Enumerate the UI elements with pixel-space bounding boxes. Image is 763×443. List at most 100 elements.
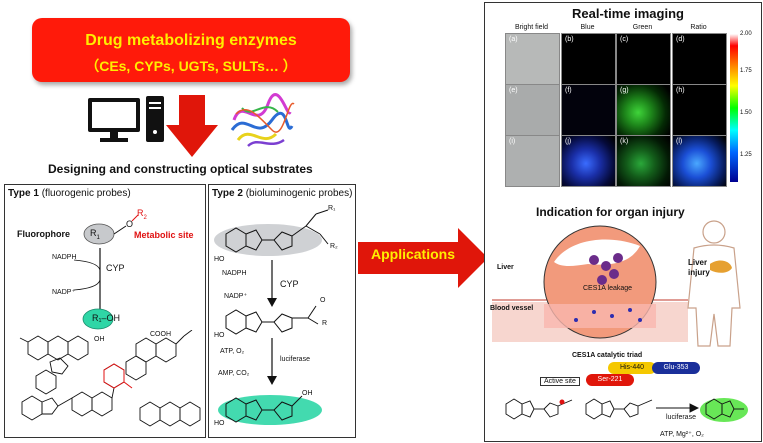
type2-luciferase-arrow — [267, 338, 277, 385]
image-panel-h: (h) — [672, 84, 727, 136]
ces1a-luciferase-label: luciferase — [666, 414, 696, 421]
image-panel-b: (b) — [561, 33, 616, 85]
image-panel-f: (f) — [561, 84, 616, 136]
r2-label: R2 — [137, 208, 147, 221]
panel-label-b: (b) — [565, 36, 574, 43]
panel-label-d: (d) — [676, 36, 685, 43]
type2-amp: AMP, CO₂ — [218, 370, 250, 377]
oh-label: OH — [94, 336, 105, 343]
luciferin-substrate-structure — [214, 209, 329, 256]
leakage-label: CES1A leakage — [583, 285, 633, 292]
type2-r-label: R — [322, 320, 328, 327]
section-heading: Designing and constructing optical subst… — [48, 162, 313, 176]
colorbar-tick-2: 1.75 — [740, 68, 752, 74]
panel-label-f: (f) — [565, 87, 572, 94]
panel-label-c: (c) — [620, 36, 629, 43]
fluorophore-structure — [83, 214, 139, 245]
type2-cyp: CYP — [280, 279, 299, 289]
image-panel-a: (a) — [505, 33, 560, 85]
col-green: Green — [632, 24, 653, 31]
image-panel-k: (k) — [616, 135, 671, 187]
r1-text: R — [90, 228, 97, 238]
applications-arrow — [358, 228, 488, 288]
panel-label-e: (e) — [509, 87, 518, 94]
colorbar-tick-4: 1.25 — [740, 152, 752, 158]
type1-title-bold: Type 1 — [8, 188, 39, 199]
r2-sub: 2 — [143, 214, 147, 221]
imaging-title: Real-time imaging — [572, 6, 684, 21]
panel-label-l: (l) — [676, 138, 683, 145]
image-panel-g: (g) — [616, 84, 671, 136]
type1-title-rest: (fluorogenic probes) — [41, 188, 131, 199]
type1-nadph: NADPH — [52, 254, 77, 261]
image-panel-i: (i) — [505, 135, 560, 187]
image-panel-c: (c) — [616, 33, 671, 85]
panel-label-k: (k) — [620, 138, 629, 145]
computer-icon — [88, 96, 164, 142]
fluorophore-label: Fluorophore — [17, 229, 70, 239]
liver-injury-line1: Liver — [688, 258, 708, 267]
panel-label-j: (j) — [565, 138, 572, 145]
luciferin-intermediate-structure — [225, 305, 319, 335]
cooh-label: COOH — [150, 331, 171, 338]
colorbar-tick-3: 1.50 — [740, 110, 752, 116]
product-label: R₁–OH — [92, 313, 121, 323]
type2-title: Type 2 (bioluminogenic probes) — [212, 188, 352, 199]
type2-cyp-arrow — [267, 260, 277, 307]
type2-atp: ATP, O₂ — [220, 348, 245, 355]
liver-label: Liver — [497, 264, 514, 271]
type2-nadp: NADP⁺ — [224, 293, 248, 300]
liver-blood-vessel-illustration — [492, 225, 688, 342]
type2-luciferase: luciferase — [280, 356, 310, 363]
type2-title-bold: Type 2 — [212, 188, 243, 199]
image-panel-l: (l) — [672, 135, 727, 187]
r1-sub: 1 — [96, 234, 100, 241]
panel-label-g: (g) — [620, 87, 629, 94]
product-structure — [82, 308, 114, 330]
panel-label-a: (a) — [509, 36, 518, 43]
fluorophore-examples — [19, 330, 201, 427]
banner-subtitle: （CEs, CYPs, UGTs, SULTs… ） — [85, 58, 297, 74]
type2-r1-label: R₁ — [328, 205, 336, 212]
glu-353-badge: Glu-353 — [652, 362, 700, 374]
image-panel-j: (j) — [561, 135, 616, 187]
down-arrow-icon — [166, 95, 218, 157]
type1-title: Type 1 (fluorogenic probes) — [8, 188, 131, 199]
r1-label: R1 — [90, 228, 100, 241]
col-bright-field: Bright field — [514, 24, 549, 31]
o-label: O — [126, 219, 134, 229]
metabolic-site-label: Metabolic site — [134, 230, 194, 240]
luciferin-product-structure — [218, 395, 322, 425]
organ-injury-title: Indication for organ injury — [536, 205, 685, 219]
drug-enzymes-banner: Drug metabolizing enzymes （CEs, CYPs, UG… — [32, 18, 350, 82]
panel-label-h: (h) — [676, 87, 685, 94]
blood-vessel-label: Blood vessel — [490, 305, 534, 312]
ratio-colorbar — [730, 34, 738, 182]
catalytic-triad-title: CES1A catalytic triad — [572, 352, 643, 359]
ces1a-probe-structures — [505, 398, 748, 422]
col-ratio: Ratio — [690, 24, 707, 31]
banner-title: Drug metabolizing enzymes — [85, 32, 297, 49]
type2-ho-3: HO — [214, 420, 225, 427]
atp-mg-o2-label: ATP, Mg²⁺, O₂ — [660, 431, 704, 438]
type2-oh-label: OH — [302, 390, 313, 397]
r2-text: R — [137, 208, 144, 218]
type2-nadph: NADPH — [222, 270, 247, 277]
protein-structure-icon — [230, 93, 295, 147]
active-site-box: Active site — [540, 377, 580, 386]
image-panel-e: (e) — [505, 84, 560, 136]
type1-nadp: NADP⁺ — [52, 289, 76, 296]
panel-label-i: (i) — [509, 138, 516, 145]
type2-ho-2: HO — [214, 332, 225, 339]
col-blue: Blue — [580, 24, 595, 31]
image-panel-d: (d) — [672, 33, 727, 85]
liver-injury-line2: injury — [688, 268, 710, 277]
applications-label: Applications — [370, 246, 455, 262]
type1-cyp: CYP — [106, 263, 125, 273]
ser-221-badge: Ser-221 — [586, 374, 634, 386]
colorbar-tick-1: 2.00 — [740, 31, 752, 37]
type2-r2-label: R₂ — [330, 243, 338, 250]
type2-ho-1: HO — [214, 256, 225, 263]
his-440-badge: His-440 — [608, 362, 656, 374]
type2-o-label: O — [320, 297, 326, 304]
